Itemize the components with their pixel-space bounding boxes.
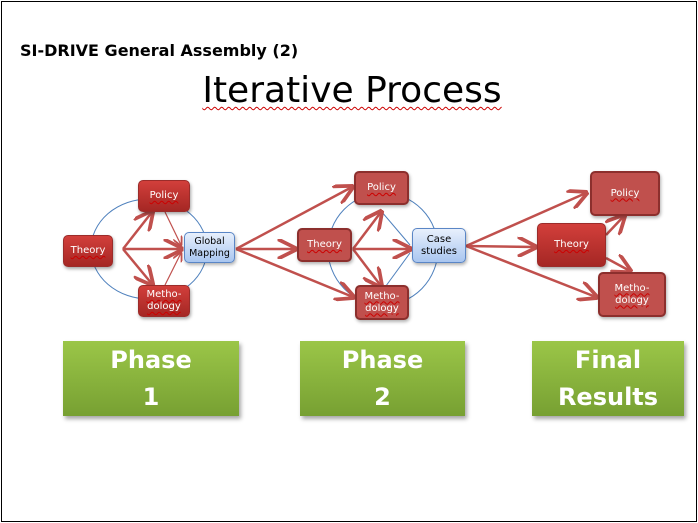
final-results-box: Final Results bbox=[532, 341, 684, 416]
methodology-node-3: Metho- dology bbox=[598, 272, 666, 317]
arrow bbox=[352, 248, 381, 286]
theory-node-1: Theory bbox=[63, 235, 113, 267]
methodology-node-1: Metho- dology bbox=[138, 285, 190, 317]
policy-node-3: Policy bbox=[590, 171, 660, 216]
arrow bbox=[465, 244, 596, 297]
arrow bbox=[605, 258, 630, 271]
arrow bbox=[606, 216, 624, 236]
arrow bbox=[352, 212, 381, 250]
slide-subtitle: SI-DRIVE General Assembly (2) bbox=[20, 41, 299, 60]
arrow bbox=[465, 193, 586, 248]
slide-title: Iterative Process bbox=[202, 70, 502, 111]
policy-node-1: Policy bbox=[138, 180, 190, 212]
arrow bbox=[122, 212, 152, 250]
arrow bbox=[465, 246, 535, 247]
theory-node-3: Theory bbox=[537, 223, 606, 267]
arrow bbox=[235, 247, 353, 297]
arrow bbox=[235, 187, 352, 251]
theory-node-2: Theory bbox=[297, 228, 352, 262]
methodology-node-2: Metho- dology bbox=[355, 285, 409, 320]
policy-node-2: Policy bbox=[354, 171, 409, 205]
arrow bbox=[122, 248, 152, 284]
global-mapping-node: Global Mapping bbox=[184, 232, 235, 263]
case-studies-node: Case studies bbox=[412, 228, 466, 263]
phase-2-box: Phase 2 bbox=[300, 341, 465, 416]
phase-1-box: Phase 1 bbox=[63, 341, 239, 416]
